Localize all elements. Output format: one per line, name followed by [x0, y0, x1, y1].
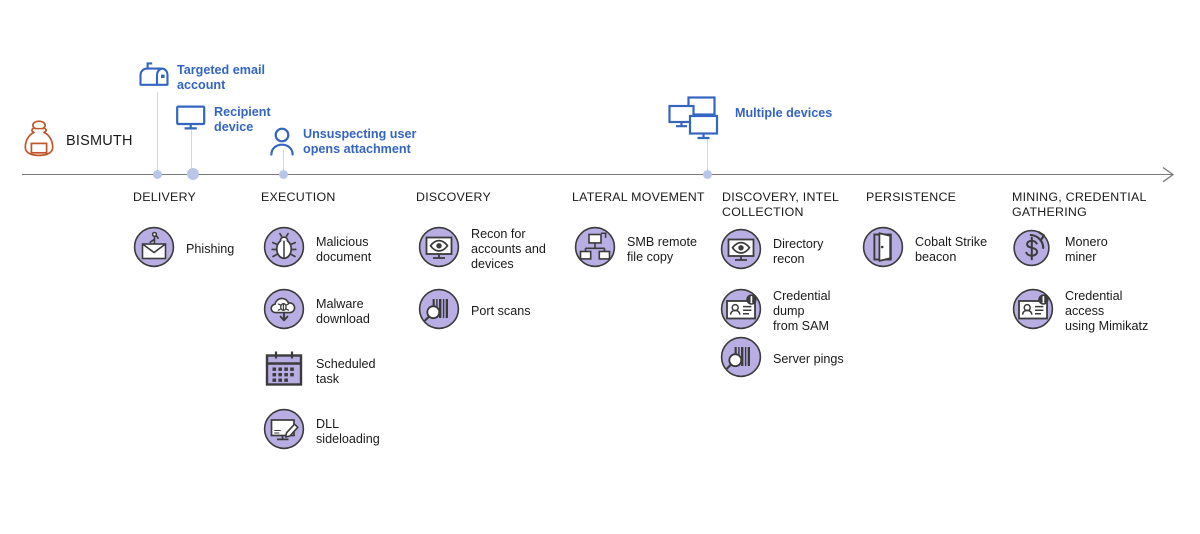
- technique-directory-recon[interactable]: Directory recon: [720, 228, 823, 275]
- annotation-label: Targeted email account: [177, 63, 265, 92]
- technique-port-scans[interactable]: Port scans: [418, 288, 531, 335]
- tick-line-delivery: [157, 92, 158, 174]
- technique-label: Credential dump from SAM: [773, 289, 831, 333]
- bug-icon: [263, 226, 305, 273]
- technique-monero-miner[interactable]: Monero miner: [1012, 226, 1108, 273]
- tick-line-devices: [707, 138, 708, 174]
- annotation-label: Recipient device: [214, 105, 271, 134]
- technique-scheduled-task[interactable]: Scheduled task: [263, 348, 376, 395]
- monitor-icon: [175, 104, 207, 137]
- annotation-unsuspecting-user: Unsuspecting user opens attachment: [268, 126, 416, 161]
- technique-recon-accounts-devices[interactable]: Recon for accounts and devices: [418, 226, 546, 273]
- technique-cobalt-strike-beacon[interactable]: Cobalt Strike beacon: [862, 226, 987, 273]
- monitor-eye-icon: [720, 228, 762, 275]
- open-door-icon: [862, 226, 904, 273]
- technique-credential-access-mimikatz[interactable]: Credential access using Mimikatz: [1012, 288, 1148, 335]
- annotation-recipient-device: Recipient device: [175, 104, 271, 137]
- technique-dll-sideloading[interactable]: DLL sideloading: [263, 408, 380, 455]
- timeline-arrow-icon: [1162, 166, 1182, 189]
- threat-actor-label: BISMUTH: [66, 132, 133, 149]
- tick-line-user: [283, 150, 284, 174]
- dollar-refresh-icon: [1012, 226, 1054, 273]
- stage-label-discovery-intel-collection: DISCOVERY, INTEL COLLECTION: [722, 190, 840, 219]
- technique-label: SMB remote file copy: [627, 234, 697, 264]
- stage-label-delivery: DELIVERY: [133, 190, 197, 204]
- mailbox-icon: [138, 62, 170, 97]
- technique-label: Credential access using Mimikatz: [1065, 289, 1149, 333]
- timeline-dot-devices: [703, 170, 712, 179]
- person-icon: [268, 126, 296, 161]
- threat-actor-icon: [22, 118, 56, 163]
- network-share-icon: [574, 226, 616, 273]
- monitor-eye-icon: [418, 226, 460, 273]
- technique-malware-download[interactable]: Malware download: [263, 288, 370, 335]
- stage-label-execution: EXECUTION: [261, 190, 336, 204]
- technique-credential-dump-sam[interactable]: Credential dump from SAM: [720, 288, 830, 335]
- technique-label: Malware download: [316, 296, 370, 326]
- id-card-alert-icon: [1012, 288, 1054, 335]
- technique-label: Server pings: [773, 352, 844, 367]
- technique-label: Cobalt Strike beacon: [915, 234, 988, 264]
- stage-label-mining-credential-gathering: MINING, CREDENTIAL GATHERING: [1012, 190, 1147, 219]
- technique-label: Phishing: [186, 242, 235, 257]
- technique-label: Scheduled task: [316, 356, 376, 386]
- phishing-envelope-icon: [133, 226, 175, 273]
- stage-label-persistence: PERSISTENCE: [866, 190, 957, 204]
- technique-phishing[interactable]: Phishing: [133, 226, 234, 273]
- scan-barcode-icon: [418, 288, 460, 335]
- stage-label-discovery: DISCOVERY: [416, 190, 492, 204]
- technique-server-pings[interactable]: Server pings: [720, 336, 844, 383]
- monitor-pencil-icon: [263, 408, 305, 455]
- annotation-label: Multiple devices: [735, 106, 833, 120]
- annotation-label: Unsuspecting user opens attachment: [303, 127, 417, 156]
- cloud-download-malware-icon: [263, 288, 305, 335]
- technique-malicious-document[interactable]: Malicious document: [263, 226, 371, 273]
- technique-label: DLL sideloading: [316, 416, 380, 446]
- timeline-axis: [22, 174, 1172, 175]
- tick-line-recipient: [191, 130, 192, 174]
- technique-label: Recon for accounts and devices: [471, 227, 546, 271]
- timeline-dot-user: [279, 170, 288, 179]
- technique-label: Monero miner: [1065, 234, 1108, 264]
- threat-actor: BISMUTH: [22, 118, 133, 163]
- multiple-devices-icon: [668, 96, 728, 147]
- technique-label: Port scans: [471, 304, 531, 319]
- timeline-dot-recipient: [187, 168, 199, 180]
- technique-smb-remote-file-copy[interactable]: SMB remote file copy: [574, 226, 697, 273]
- calendar-icon: [263, 348, 305, 395]
- scan-barcode-icon: [720, 336, 762, 383]
- id-card-alert-icon: [720, 288, 762, 335]
- annotation-multiple-devices: Multiple devices: [668, 96, 832, 147]
- stage-label-lateral-movement: LATERAL MOVEMENT: [572, 190, 705, 204]
- timeline-dot-delivery: [153, 170, 162, 179]
- annotation-targeted-email-account: Targeted email account: [138, 62, 265, 97]
- technique-label: Directory recon: [773, 236, 824, 266]
- technique-label: Malicious document: [316, 234, 372, 264]
